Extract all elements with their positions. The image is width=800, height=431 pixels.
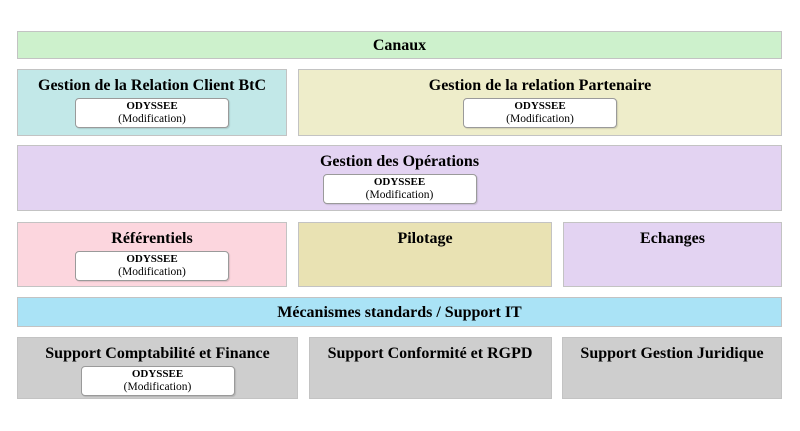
odyssee-app-box: ODYSSEE (Modification) (80, 366, 235, 396)
block-gestion-relation-partenaire-label: Gestion de la relation Partenaire (428, 77, 652, 94)
app-status: (Modification) (118, 113, 186, 125)
block-echanges: Echanges (563, 222, 782, 287)
block-gestion-relation-client-btc: Gestion de la Relation Client BtC ODYSSE… (17, 69, 287, 136)
odyssee-app-box: ODYSSEE (Modification) (75, 251, 229, 281)
block-pilotage: Pilotage (298, 222, 552, 287)
block-support-comptabilite-et-finance: Support Comptabilité et Finance ODYSSEE … (17, 337, 298, 399)
block-mecanismes-standards-support-it-label: Mécanismes standards / Support IT (277, 303, 522, 321)
block-gestion-des-operations: Gestion des Opérations ODYSSEE (Modifica… (17, 145, 782, 211)
block-canaux-label: Canaux (372, 36, 427, 54)
odyssee-app-box: ODYSSEE (Modification) (75, 98, 229, 128)
odyssee-app-box: ODYSSEE (Modification) (463, 98, 617, 128)
block-pilotage-label: Pilotage (397, 230, 453, 247)
block-support-conformite-et-rgpd-label: Support Conformité et RGPD (327, 345, 533, 362)
block-referentiels-label: Référentiels (111, 230, 193, 247)
app-status: (Modification) (123, 381, 192, 393)
app-name: ODYSSEE (131, 368, 184, 380)
block-gestion-relation-client-btc-label: Gestion de la Relation Client BtC (38, 77, 266, 94)
app-name: ODYSSEE (126, 100, 178, 112)
app-status: (Modification) (118, 266, 186, 278)
app-name: ODYSSEE (373, 176, 426, 188)
block-support-conformite-et-rgpd: Support Conformité et RGPD (308, 337, 552, 399)
block-support-gestion-juridique-label: Support Gestion Juridique (580, 345, 764, 362)
block-referentiels: Référentiels ODYSSEE (Modification) (17, 222, 287, 287)
block-support-comptabilite-et-finance-label: Support Comptabilité et Finance (45, 345, 270, 362)
app-name: ODYSSEE (126, 253, 178, 265)
block-mecanismes-standards-support-it: Mécanismes standards / Support IT (17, 297, 782, 327)
block-canaux: Canaux (17, 31, 782, 59)
block-gestion-relation-partenaire: Gestion de la relation Partenaire ODYSSE… (298, 69, 782, 136)
block-gestion-des-operations-label: Gestion des Opérations (319, 153, 480, 170)
architecture-diagram: Canaux Gestion de la Relation Client BtC… (17, 31, 782, 399)
app-status: (Modification) (365, 189, 434, 201)
app-name: ODYSSEE (514, 100, 566, 112)
app-status: (Modification) (506, 113, 574, 125)
block-echanges-label: Echanges (640, 230, 705, 247)
odyssee-app-box: ODYSSEE (Modification) (322, 174, 477, 204)
block-support-gestion-juridique: Support Gestion Juridique (562, 337, 782, 399)
